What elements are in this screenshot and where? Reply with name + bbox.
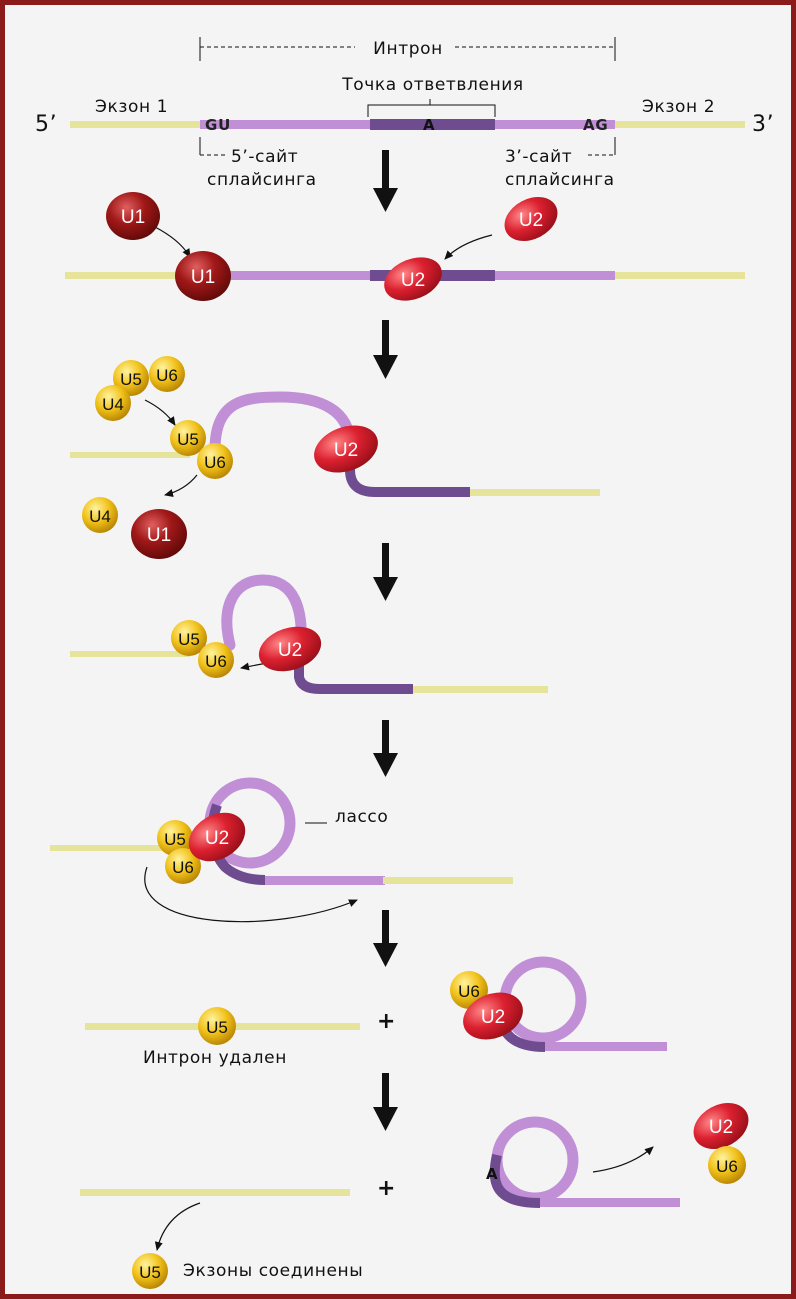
svg-text:U6: U6 <box>172 858 194 877</box>
u2-particle: U2 <box>188 812 246 862</box>
u1-particle: U1 <box>131 509 187 559</box>
svg-text:U5: U5 <box>120 370 142 389</box>
branch-point-label: Точка ответвления <box>342 75 524 95</box>
u2-binding-arrow <box>444 234 493 260</box>
step-arrow <box>373 1073 398 1131</box>
three-site-label: 3’-сайт <box>505 147 573 167</box>
three-site-label-2: сплайсинга <box>505 170 615 190</box>
u1-particle: U1 <box>175 251 231 301</box>
svg-text:U2: U2 <box>709 1117 733 1138</box>
ag-label: AG <box>583 116 609 134</box>
u2-particle: U2 <box>384 257 442 301</box>
exon2-segment <box>615 121 745 128</box>
exons-joined-label: Экзоны соединены <box>183 1261 364 1281</box>
intron-segment <box>200 120 370 129</box>
u6-particle: U6 <box>149 356 185 392</box>
lasso-label: лассо <box>335 807 389 827</box>
svg-text:U2: U2 <box>481 1007 505 1028</box>
five-site-label-2: сплайсинга <box>207 170 317 190</box>
svg-text:U6: U6 <box>205 652 227 671</box>
u6-particle: U6 <box>165 848 201 884</box>
release-u5-arrow <box>154 1202 201 1251</box>
excised-lariat-step6 <box>496 956 667 1052</box>
svg-text:U1: U1 <box>121 207 145 228</box>
svg-text:U4: U4 <box>89 507 111 526</box>
svg-text:U1: U1 <box>147 525 171 546</box>
step4-strand <box>70 574 548 694</box>
u2-particle: U2 <box>463 992 523 1040</box>
u6-particle: U6 <box>708 1146 746 1184</box>
u6-particle: U6 <box>197 443 233 479</box>
lariat-a-label: A <box>486 1165 499 1183</box>
intron-removed-label: Интрон удален <box>143 1048 287 1068</box>
exon2-label: Экзон 2 <box>642 97 716 117</box>
plus-sign: + <box>377 1009 397 1034</box>
u6-particle: U6 <box>198 642 234 678</box>
five-prime-label: 5’ <box>35 112 58 137</box>
step-arrow <box>373 320 398 379</box>
svg-text:U2: U2 <box>278 640 302 661</box>
pre-mrna-strand <box>70 119 745 130</box>
svg-text:U2: U2 <box>205 828 229 849</box>
gu-label: GU <box>205 116 232 134</box>
intron-label: Интрон <box>373 39 443 59</box>
u2-particle: U2 <box>258 626 322 672</box>
u5-particle: U5 <box>171 620 207 656</box>
intron-bracket <box>199 37 616 156</box>
u5-particle: U5 <box>170 420 206 456</box>
u2-particle: U2 <box>314 425 378 473</box>
release-arrow <box>164 474 198 497</box>
svg-text:U1: U1 <box>191 267 215 288</box>
u5-particle: U5 <box>132 1253 168 1289</box>
u4-particle: U4 <box>82 497 118 533</box>
step-arrow <box>373 910 398 967</box>
u2-particle: U2 <box>693 1102 749 1150</box>
svg-text:U5: U5 <box>178 630 200 649</box>
svg-text:U5: U5 <box>206 1018 228 1037</box>
svg-text:U4: U4 <box>102 395 124 414</box>
branch-a-label: A <box>423 116 436 134</box>
exon1-segment <box>70 121 200 128</box>
u1-binding-arrow <box>154 226 191 258</box>
step5-strand <box>50 777 513 885</box>
step-arrow <box>373 150 398 212</box>
snrnp-arrow <box>144 399 176 426</box>
svg-text:U6: U6 <box>458 982 480 1001</box>
svg-text:U6: U6 <box>716 1157 738 1176</box>
plus-sign: + <box>377 1176 397 1201</box>
diagram-canvas: U1 U2 U1 U2 U5 U6 U4 U5 U6 U2 U4 <box>50 37 749 1289</box>
release-u2-u6-arrow <box>592 1146 654 1173</box>
three-prime-label: 3’ <box>752 112 775 137</box>
intron-segment <box>495 120 615 129</box>
joined-exons-step7 <box>80 1189 350 1196</box>
svg-text:U6: U6 <box>204 453 226 472</box>
u2-particle: U2 <box>504 196 558 242</box>
exon-join-arrow <box>144 866 358 923</box>
u5-particle: U5 <box>157 820 193 856</box>
u1-particle: U1 <box>106 192 160 240</box>
u5-particle: U5 <box>198 1007 236 1045</box>
svg-text:U2: U2 <box>519 210 543 231</box>
u5-particle: U5 <box>113 360 149 396</box>
svg-text:U5: U5 <box>177 430 199 449</box>
free-lariat <box>489 1116 680 1208</box>
step-arrow <box>373 543 398 601</box>
step-arrow <box>373 720 398 777</box>
svg-text:U2: U2 <box>401 270 425 291</box>
u4-particle: U4 <box>95 385 131 421</box>
svg-text:U6: U6 <box>156 366 178 385</box>
branch-point-segment <box>370 119 495 130</box>
svg-text:U5: U5 <box>164 830 186 849</box>
svg-text:U5: U5 <box>139 1263 161 1282</box>
exon1-label: Экзон 1 <box>95 97 169 117</box>
svg-text:U2: U2 <box>334 440 358 461</box>
five-site-label: 5’-сайт <box>231 147 299 167</box>
